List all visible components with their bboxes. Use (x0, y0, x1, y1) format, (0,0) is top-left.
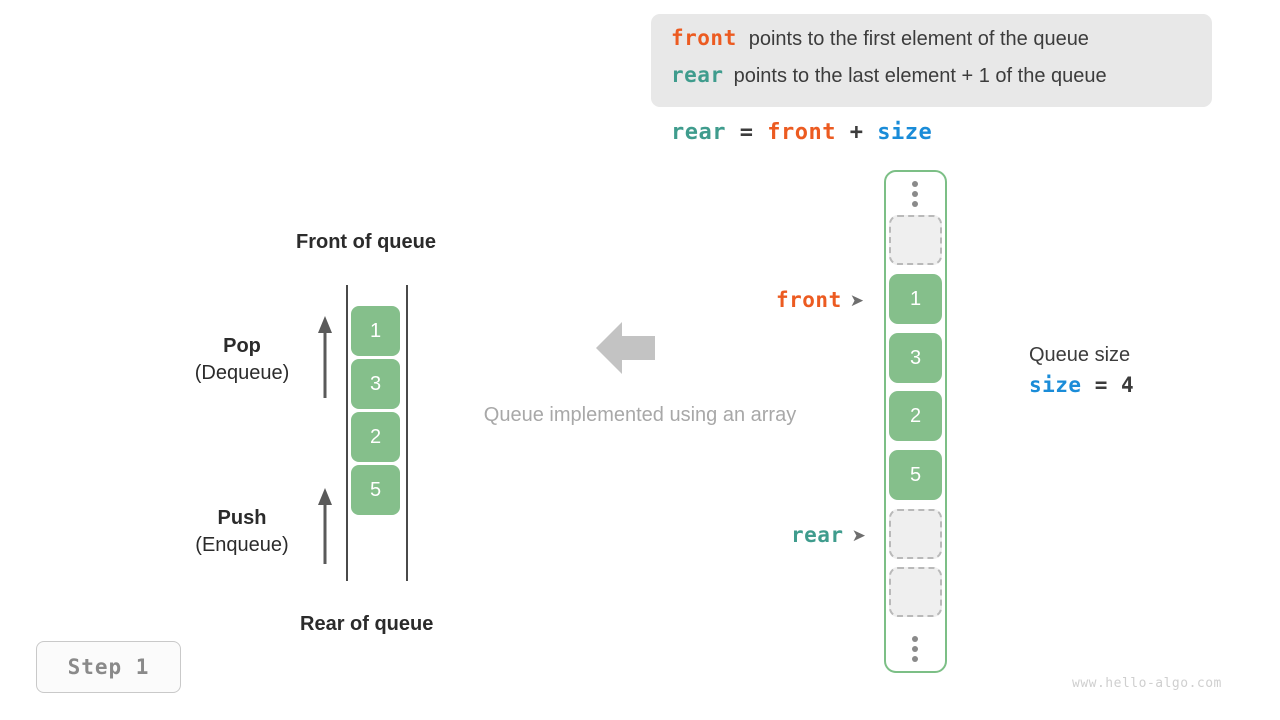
formula-front: front (767, 120, 836, 145)
dot (911, 191, 918, 197)
formula-rear: rear (671, 120, 726, 145)
queue-rail-left (346, 285, 348, 581)
queue-rail-right (406, 285, 408, 581)
array-cell-empty (889, 509, 942, 559)
pop-sublabel: (Dequeue) (194, 362, 290, 384)
front-pointer: front ➤ (776, 288, 864, 312)
queue-size-title: Queue size (1029, 344, 1131, 366)
array-cell: 2 (889, 391, 942, 441)
dot (911, 646, 918, 652)
array-cell: 1 (889, 274, 942, 324)
array-ellipsis-top (911, 181, 918, 207)
left-arrow-icon (596, 322, 655, 374)
pop-arrow-icon (318, 316, 332, 398)
queue-cell: 1 (351, 306, 400, 356)
pointer-legend-box: front points to the first element of the… (651, 14, 1212, 107)
queue-size-note: Queue size size = 4 (1029, 344, 1134, 397)
push-label: Push (217, 507, 267, 529)
front-pointer-label: front (776, 288, 842, 312)
push-operation-group: Push (Enqueue) (176, 507, 308, 557)
array-cell: 3 (889, 333, 942, 383)
front-keyword: front (671, 26, 737, 50)
pointer-arrow-icon: ➤ (849, 290, 864, 310)
diagram-caption: Queue implemented using an array (483, 404, 797, 426)
array-cell-empty (889, 215, 942, 265)
watermark: www.hello-algo.com (1072, 676, 1222, 691)
push-arrow-icon (318, 488, 332, 564)
pop-operation-group: Pop (Dequeue) (176, 335, 308, 385)
array-cell: 5 (889, 450, 942, 500)
size-keyword: size (1029, 373, 1082, 397)
legend-line-rear: rear points to the last element + 1 of t… (671, 63, 1192, 100)
dot (911, 656, 918, 662)
rear-formula: rear = front + size (671, 120, 932, 145)
legend-line-front: front points to the first element of the… (671, 26, 1192, 63)
rear-keyword: rear (671, 63, 724, 87)
pop-label: Pop (223, 335, 261, 357)
formula-equals: = (739, 120, 754, 145)
step-badge: Step 1 (36, 641, 181, 693)
dot (911, 201, 918, 207)
array-cell-empty (889, 567, 942, 617)
pointer-arrow-icon: ➤ (851, 525, 866, 545)
rear-pointer: rear ➤ (791, 523, 866, 547)
queue-cell: 3 (351, 359, 400, 409)
rear-pointer-label: rear (791, 523, 844, 547)
rear-description: points to the last element + 1 of the qu… (733, 65, 1107, 87)
formula-plus: + (849, 120, 864, 145)
dot (911, 636, 918, 642)
size-number: 4 (1121, 373, 1135, 397)
rear-of-queue-label: Rear of queue (300, 613, 434, 635)
array-ellipsis-bottom (911, 636, 918, 662)
front-description: points to the first element of the queue (748, 28, 1089, 50)
dot (911, 181, 918, 187)
queue-cell: 2 (351, 412, 400, 462)
queue-size-value: size = 4 (1029, 373, 1134, 397)
queue-cell: 5 (351, 465, 400, 515)
push-sublabel: (Enqueue) (195, 534, 289, 556)
size-equals: = (1094, 373, 1108, 397)
front-of-queue-label: Front of queue (296, 231, 436, 253)
formula-size: size (877, 120, 933, 145)
